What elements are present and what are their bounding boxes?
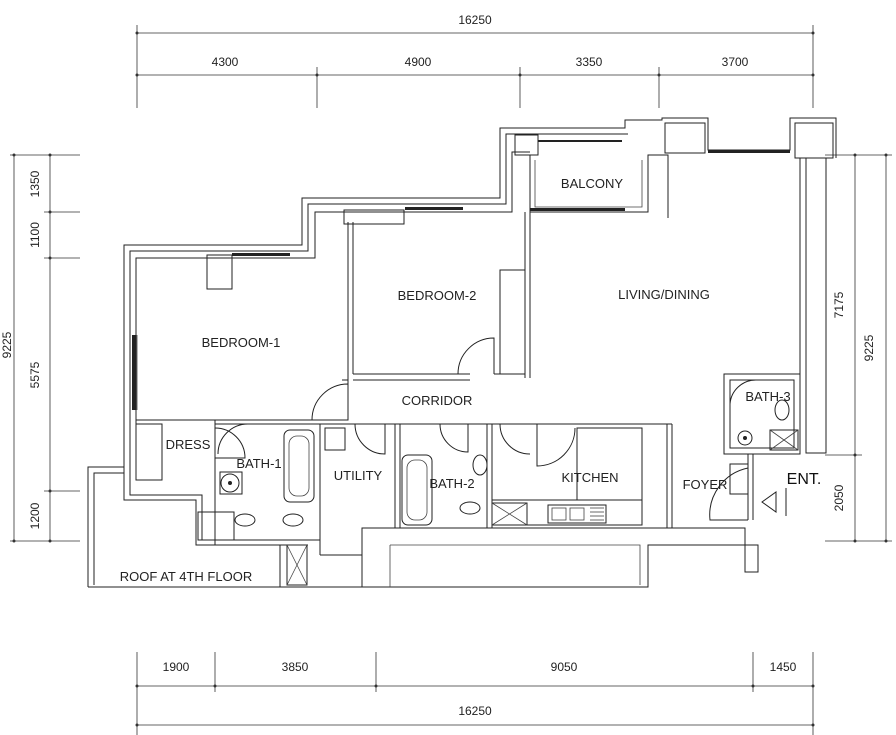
balcony-top-window	[538, 140, 622, 142]
bottom-ledge	[361, 527, 759, 588]
bedroom1-window	[132, 335, 136, 410]
kitchen-door-2	[536, 424, 576, 467]
bedroom1-top-window	[232, 253, 290, 256]
room-labels: BALCONY BEDROOM-2 LIVING/DINING BEDROOM-…	[120, 176, 822, 584]
right-dimension-ticks	[853, 153, 888, 543]
dress-door	[214, 427, 246, 459]
roof-outline	[87, 466, 124, 587]
label-living-dining: LIVING/DINING	[618, 287, 710, 302]
dim-left-seg-4: 1200	[28, 502, 42, 529]
label-roof: ROOF AT 4TH FLOOR	[120, 569, 252, 584]
bath1-basin	[220, 473, 240, 493]
kitchen-fridge	[491, 502, 528, 526]
dim-top-seg-2: 4900	[405, 55, 432, 69]
column-2	[343, 209, 405, 225]
dim-bottom-total: 16250	[458, 704, 492, 718]
dim-left-seg-2: 1100	[28, 222, 42, 248]
column-4	[664, 122, 706, 154]
kitchen-counter	[491, 499, 643, 526]
bath1-toilet-2	[282, 513, 304, 527]
label-dress: DRESS	[166, 437, 211, 452]
utility-door	[354, 423, 386, 455]
bath2-basin	[472, 454, 488, 476]
bath1-toilet-1	[234, 513, 256, 527]
right-column	[805, 157, 827, 454]
dim-left-seg-1: 1350	[28, 170, 42, 197]
dim-bottom-seg-1: 1900	[163, 660, 190, 674]
bath3-room	[723, 373, 801, 455]
label-bedroom-2: BEDROOM-2	[398, 288, 477, 303]
label-balcony: BALCONY	[561, 176, 623, 191]
bath3-basin	[737, 430, 753, 446]
dim-right-outer: 9225	[862, 334, 876, 361]
dim-top-seg-4: 3700	[722, 55, 749, 69]
entry-door	[709, 467, 749, 521]
label-kitchen: KITCHEN	[561, 470, 618, 485]
bottom-dimensions	[136, 652, 814, 735]
kitchen-door-1	[499, 423, 531, 455]
dress-closet	[135, 423, 163, 481]
label-bath-3: BATH-3	[745, 389, 790, 404]
label-bath-2: BATH-2	[429, 476, 474, 491]
bath2-tub	[401, 454, 433, 526]
dim-left-seg-3: 5575	[28, 361, 42, 388]
bath1-cistern	[197, 511, 235, 541]
column-5	[794, 122, 834, 159]
bath3-toilet	[774, 399, 790, 421]
bedroom2-top-window	[405, 207, 463, 210]
dim-bottom-seg-2: 3850	[282, 660, 309, 674]
kitchen-upper-counter	[576, 427, 643, 501]
bath3-shaft	[769, 429, 799, 451]
column-1	[206, 254, 233, 290]
balcony-wall	[529, 154, 669, 218]
top-dimension-ticks	[135, 31, 815, 77]
doors	[214, 337, 757, 521]
right-dimensions	[825, 154, 892, 542]
shaft	[286, 544, 308, 586]
label-foyer: FOYER	[683, 477, 728, 492]
label-bedroom-1: BEDROOM-1	[202, 335, 281, 350]
balcony-bottom-window	[530, 208, 625, 211]
bedroom1-door	[311, 383, 349, 421]
utility-unit	[324, 427, 346, 451]
bath2-toilet	[459, 501, 481, 515]
bath1-door	[217, 423, 249, 455]
bedroom2-door	[457, 337, 495, 375]
label-utility: UTILITY	[334, 468, 383, 483]
dim-bottom-seg-3: 9050	[551, 660, 578, 674]
left-dimensions	[10, 154, 80, 542]
column-3	[514, 134, 539, 156]
entry-arrow-icon	[761, 491, 777, 513]
dim-bottom-seg-4: 1450	[770, 660, 797, 674]
dim-top-total: 16250	[458, 13, 492, 27]
bath3-door	[729, 379, 757, 405]
dim-top-seg-3: 3350	[576, 55, 603, 69]
bottom-dimension-ticks	[135, 684, 815, 727]
living-top-window	[708, 150, 790, 153]
dim-top-seg-1: 4300	[212, 55, 239, 69]
bedroom2-wardrobe	[499, 269, 526, 375]
dim-right-lower: 2050	[832, 484, 846, 511]
left-dimension-ticks	[12, 153, 52, 543]
exterior-walls	[123, 117, 837, 546]
bath2-door	[439, 423, 469, 453]
label-entry: ENT.	[787, 471, 822, 488]
dim-left-outer: 9225	[0, 331, 14, 358]
dim-right-inner: 7175	[832, 291, 846, 318]
kitchen-sink	[547, 504, 607, 524]
bath1-tub	[283, 429, 315, 503]
top-dimensions	[136, 25, 814, 108]
foyer-closet	[729, 463, 749, 495]
label-corridor: CORRIDOR	[402, 393, 473, 408]
label-bath-1: BATH-1	[236, 456, 281, 471]
